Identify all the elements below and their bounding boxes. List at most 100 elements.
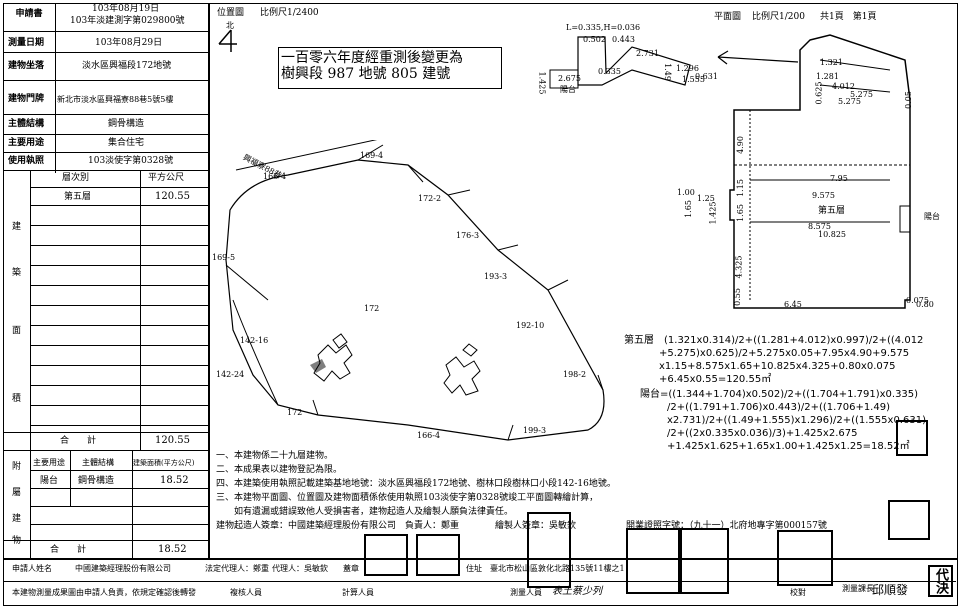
detail-dim-0443: 0.443	[612, 35, 635, 44]
formula-floor5-line1: 第五層 (1.321x0.314)/2+((1.281+4.012)x0.997…	[624, 335, 924, 346]
formula-balcony-line3: x2.731)/2+((1.49+1.555)x1.296)/2+((1.555…	[667, 415, 926, 426]
label-structure: 主體結構	[8, 119, 45, 129]
note-3: 三、本建物平面圖、位置圖及建物面積係依使用執照103淡使字第0328號竣工平面圖…	[216, 493, 599, 503]
value-main-use: 集合住宅	[108, 138, 145, 148]
plan-dim-0625: 0.625	[814, 81, 824, 105]
footer-notice: 本建物測量成果圖由申請人負責，依規定確認後轉發	[12, 588, 196, 597]
seal-stamp-4	[626, 528, 680, 594]
footer-applicant-label: 申請人姓名	[12, 564, 52, 573]
seal-stamp-7	[888, 500, 930, 540]
parcel-193-3: 193-3	[484, 272, 508, 281]
area-side-char-3: 面	[12, 326, 22, 336]
re-survey-note-box	[278, 47, 502, 89]
footer-address: 臺北市松山區敦化北路135號11樓之1	[490, 564, 625, 573]
detail-dim-0502: 0.502	[583, 35, 606, 44]
formula-balcony-line4: /2+((2x0.335x0.036)/3)+1.425x2.675	[667, 428, 858, 439]
footer-chief-label: 測量課長	[842, 584, 874, 593]
floor-plan-drawing	[729, 34, 911, 309]
detail-balcony-label: 陽台	[560, 85, 576, 94]
parcel-172-2: 172-2	[418, 194, 442, 203]
footer-agent: 代理人：吳敏欽	[272, 564, 328, 573]
area-total-label: 合 計	[60, 436, 97, 446]
plan-dim-125: 1.25	[697, 194, 715, 203]
detail-dim-1296: 1.296	[676, 64, 699, 73]
footer-applicant: 中國建築經理股份有限公司	[75, 564, 171, 573]
site-plan-drawing	[225, 140, 605, 441]
plan-dim-8575: 8.575	[808, 222, 831, 231]
annex-side-char-2: 屬	[12, 488, 22, 498]
footer-bar	[3, 558, 958, 606]
area-header-sqm: 平方公尺	[148, 173, 185, 183]
area-side-char-2: 築	[12, 268, 22, 278]
footer-reviewer: 複核人員	[230, 588, 262, 597]
main-drawing-frame	[208, 3, 958, 560]
seal-stamp-8	[896, 420, 928, 456]
plan-dim-5275b: 5.275	[838, 97, 861, 106]
drawer-signature: 繪製人簽章：吳敏欽	[495, 521, 577, 531]
parcel-199-3: 199-3	[523, 426, 547, 435]
site-plan-scale: 比例尺1/2400	[260, 8, 319, 18]
balcony-label-right: 陽台	[924, 212, 940, 221]
detail-dim-1555: 1.555	[682, 75, 705, 84]
left-info-panel	[3, 3, 210, 560]
seal-stamp-5	[680, 528, 729, 594]
north-arrow-icon	[218, 29, 237, 52]
annex-header-structure: 主體結構	[82, 458, 114, 467]
plan-dim-10825: 10.825	[818, 230, 846, 239]
annex-side-char-4: 物	[12, 536, 22, 546]
plan-dim-9575: 9.575	[812, 191, 835, 200]
plan-dim-1321: 1.321	[820, 58, 843, 67]
label-application: 申請書	[15, 9, 43, 19]
parcel-169-4: 169-4	[360, 151, 384, 160]
plan-dim-645: 6.45	[784, 300, 802, 309]
footer-surveyor: 測量人員	[510, 588, 542, 597]
footer-daiji-stamp: 代決	[928, 565, 953, 597]
detail-dim-2731: 2.731	[636, 49, 659, 58]
annex-header-use: 主要用途	[33, 458, 65, 467]
parcel-169-5: 169-5	[212, 253, 236, 262]
detail-dim-149: 1.49	[662, 63, 672, 81]
annex-row-structure: 鋼骨構造	[78, 476, 115, 486]
annex-row-area: 18.52	[160, 475, 189, 486]
note-2: 二、本成果表以建物登記為限。	[216, 465, 343, 475]
formula-floor5-line4: +6.45x0.55=120.55㎡	[659, 374, 772, 385]
note-4: 四、本建築使用執照記載建築基地地號：淡水區興福段172地號、樹林口段樹林口小段1…	[216, 479, 616, 489]
plan-dim-795: 7.95	[830, 174, 848, 183]
detail-dim-1425: 1.425	[537, 71, 547, 95]
seal-stamp-3	[527, 512, 571, 588]
area-header-floor: 層次別	[62, 173, 90, 183]
builder-signature: 建物起造人簽章：中國建築經理股份有限公司 負責人：鄭重	[216, 521, 460, 531]
annex-row-use: 陽台	[40, 476, 59, 486]
plan-dim-4325: 4.325	[734, 255, 744, 279]
floor-plan-title: 平面圖	[714, 12, 742, 22]
parcel-142-24: 142-24	[216, 370, 245, 379]
detail-dim-0631: 0.631	[695, 72, 718, 81]
label-address: 建物門牌	[8, 94, 45, 104]
annex-header-area: 建築面積(平方公尺)	[133, 459, 195, 467]
north-label: 北	[226, 21, 234, 30]
plan-dim-490: 4.90	[735, 136, 745, 154]
parcel-192-10: 192-10	[516, 321, 545, 330]
footer-seal-label: 蓋章	[343, 564, 359, 573]
annex-total-value: 18.52	[158, 544, 187, 555]
footer-handwritten: 表土蔡少列	[552, 586, 602, 597]
parcel-198-2: 198-2	[563, 370, 587, 379]
detail-dim-lh: L=0.335,H=0.036	[566, 23, 641, 32]
label-main-use: 主要用途	[8, 138, 45, 148]
plan-dim-5275a: 5.275	[850, 90, 873, 99]
area-total-value: 120.55	[155, 435, 190, 446]
floor-plan-scale: 比例尺1/200	[752, 12, 805, 22]
footer-checker: 校對	[790, 588, 806, 597]
footer-chief-name: 邱順發	[872, 583, 909, 597]
area-row-floor: 第五層	[64, 192, 92, 202]
footer-address-label: 住址	[466, 564, 482, 573]
annex-side-char-3: 建	[12, 514, 22, 524]
balcony-detail-drawing	[549, 36, 691, 89]
parcel-166-4-bottom: 166-4	[417, 431, 441, 440]
seal-stamp-2	[416, 534, 460, 576]
seal-stamp-1	[364, 534, 408, 576]
value-structure: 鋼骨構造	[108, 119, 145, 129]
footer-calculator: 計算人員	[342, 588, 374, 597]
area-row-value: 120.55	[155, 191, 190, 202]
